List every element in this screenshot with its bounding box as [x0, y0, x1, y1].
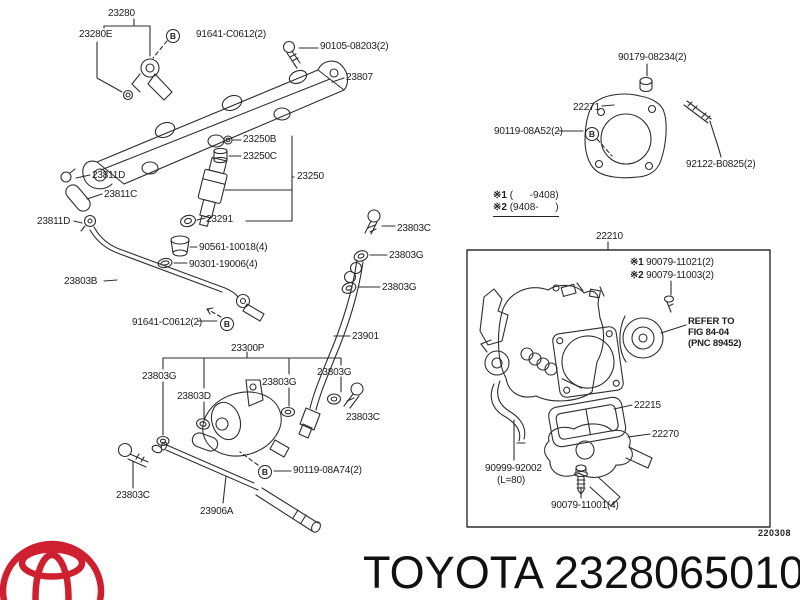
- oring-90301-drawing: [157, 257, 173, 269]
- part-label-91641-mid: 91641-C0612(2): [132, 317, 203, 328]
- part-label-l80: (L=80): [497, 475, 525, 486]
- part-label-22271: 22271: [573, 102, 600, 113]
- note2-symbol: ※2: [493, 202, 507, 213]
- washer-23803g-f3-drawing: [326, 393, 342, 405]
- circled-b-marker: B: [585, 127, 599, 141]
- washer-23803g-upper-drawing: [353, 250, 369, 262]
- part-label-90105: 90105-08203(2): [320, 41, 389, 52]
- sheet-number: 220308: [758, 528, 792, 538]
- note2-text: (9408- ): [506, 202, 559, 213]
- fuel-rail-drawing: [82, 60, 349, 190]
- parts-box-22210: [466, 249, 771, 528]
- part-label-90079-11001: 90079-11001(4): [551, 500, 619, 511]
- circled-b-marker: B: [258, 465, 272, 479]
- part-label-23803c-e: 23803C: [397, 223, 431, 234]
- pulsation-damper-drawing: [131, 58, 173, 101]
- nut-90179-drawing: [639, 76, 653, 93]
- part-label-23901: 23901: [352, 331, 379, 342]
- part-label-23807: 23807: [346, 72, 373, 83]
- fuel-pipe-23906a-drawing: [160, 441, 259, 491]
- note1-text: ( -9408): [506, 190, 559, 201]
- clip-23803d-drawing: [196, 418, 210, 430]
- box-note-1: ※1 90079-11021(2): [630, 257, 714, 268]
- circled-b-marker: B: [220, 317, 234, 331]
- part-number-text: 2328065010: [553, 547, 800, 598]
- banjo-bolt-23803c-lower-drawing: [343, 382, 364, 409]
- part-label-23803g-f2: 23803G: [262, 377, 297, 388]
- part-label-23803g-f1: 23803G: [142, 371, 177, 382]
- screw-90079-box-drawing: [663, 295, 675, 313]
- throttle-gasket-22215-drawing: [548, 396, 627, 448]
- banjo-bolt-23803c-upper-drawing: [364, 209, 381, 235]
- part-label-90999: 90999-92002: [485, 463, 542, 474]
- box-note-2: ※2 90079-11003(2): [630, 270, 714, 281]
- circled-b-marker: B: [166, 29, 180, 43]
- part-label-23280: 23280: [108, 8, 135, 19]
- hose-90999-drawing: [490, 380, 526, 444]
- fuel-injector-drawing: [197, 156, 228, 227]
- part-label-23906a: 23906A: [200, 506, 234, 517]
- part-label-23803g-e1: 23803G: [389, 250, 424, 261]
- leader-lines: [73, 18, 722, 504]
- part-label-23250b: 23250B: [243, 134, 277, 145]
- part-label-90179: 90179-08234(2): [618, 52, 687, 63]
- part-label-23811d-1: 23811D: [92, 170, 126, 181]
- grommet-23291-drawing: [180, 214, 196, 228]
- fuel-pipe-23803b-drawing: [89, 226, 265, 322]
- throttle-body-drawing: [479, 282, 664, 402]
- toyota-logo: [0, 540, 105, 600]
- injector-grommet-23250b-drawing: [223, 135, 233, 145]
- brand-text: TOYOTA: [363, 547, 542, 598]
- part-label-23300p: 23300P: [231, 343, 265, 354]
- clamp-23811d-2-drawing: [80, 214, 97, 232]
- clamp-23811d-1-drawing: [60, 168, 76, 183]
- damper-cylinder-23811c-drawing: [65, 184, 91, 212]
- fuel-hose-23901-drawing: [298, 259, 364, 439]
- part-label-23280e: 23280E: [79, 29, 113, 40]
- iac-valve-22270-drawing: [544, 423, 653, 507]
- part-label-23811c: 23811C: [104, 189, 138, 200]
- part-label-22210: 22210: [596, 231, 623, 242]
- part-label-90119-08a74: 90119-08A74(2): [293, 465, 362, 476]
- footer-title: TOYOTA 2328065010: [363, 547, 800, 599]
- part-label-23803c-f2: 23803C: [116, 490, 150, 501]
- part-label-23811d-2: 23811D: [37, 216, 71, 227]
- washer-23803g-lower-drawing: [341, 282, 357, 294]
- part-label-92122: 92122-B0825(2): [686, 159, 756, 170]
- applicability-note: ※1 ( -9408) ※2 (9408- ): [493, 190, 559, 217]
- insulator-90561-drawing: [170, 235, 190, 257]
- part-label-23803d: 23803D: [177, 391, 211, 402]
- part-label-91641-top: 91641-C0612(2): [196, 29, 267, 40]
- part-label-23250: 23250: [297, 171, 324, 182]
- grommet-23280e-drawing: [122, 89, 134, 101]
- part-label-23803b: 23803B: [64, 276, 98, 287]
- part-label-90301: 90301-19006(4): [189, 259, 258, 270]
- washer-23803g-f2-drawing: [280, 406, 296, 418]
- part-label-23803g-e2: 23803G: [382, 282, 417, 293]
- part-label-22215: 22215: [634, 400, 661, 411]
- spacer-23250c-drawing: [213, 147, 228, 164]
- part-label-22270: 22270: [652, 429, 679, 440]
- fuel-hose-piece-drawing: [255, 487, 321, 533]
- stud-92122-drawing: [683, 100, 712, 124]
- throttle-gasket-22271-drawing: [584, 93, 667, 179]
- note1-symbol: ※1: [493, 190, 507, 201]
- part-label-23803c-f1: 23803C: [346, 412, 380, 423]
- bolt-90105-drawing: [282, 40, 301, 69]
- part-label-23291: 23291: [206, 214, 233, 225]
- part-label-90119-08a52: 90119-08A52(2): [494, 126, 563, 137]
- part-label-23803g-f3: 23803G: [317, 367, 352, 378]
- fuel-pressure-regulator-drawing: [191, 379, 290, 458]
- part-label-90561: 90561-10018(4): [199, 242, 268, 253]
- part-label-23250c: 23250C: [243, 151, 277, 162]
- union-bolt-23803c-left-drawing: [117, 442, 163, 468]
